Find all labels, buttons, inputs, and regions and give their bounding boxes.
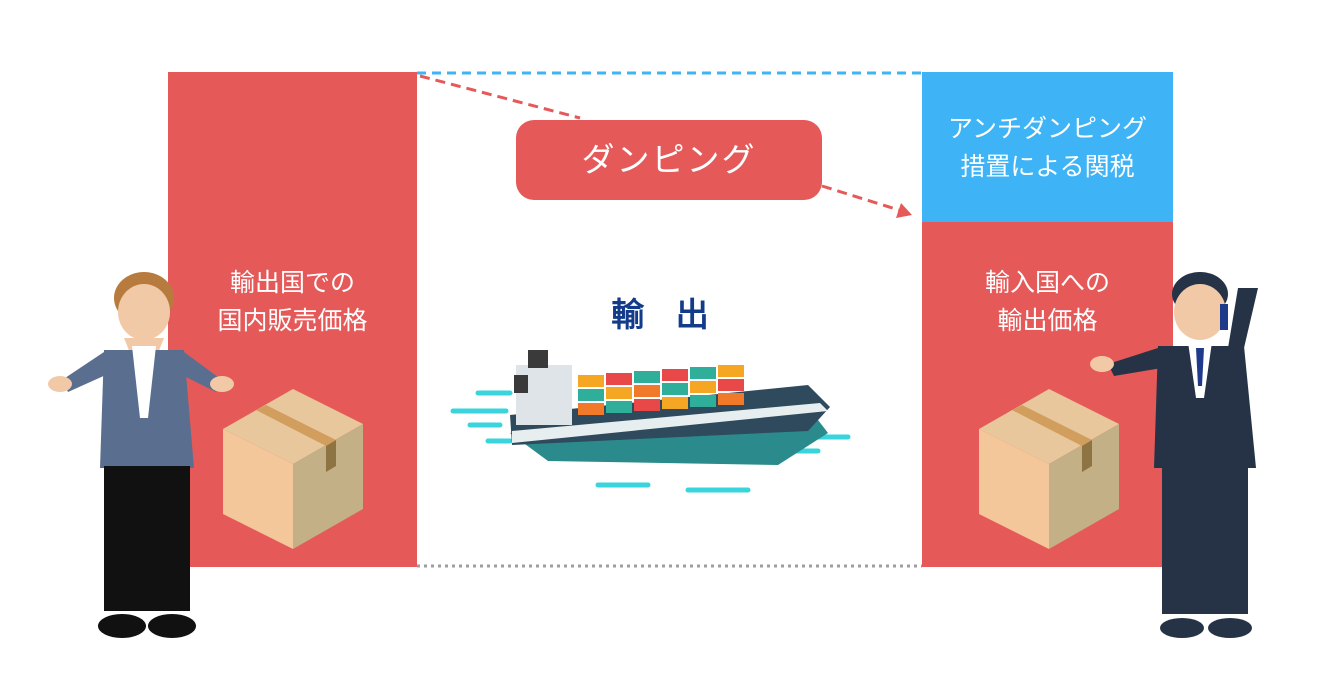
domestic-price-label: 輸出国での 国内販売価格 <box>217 268 368 335</box>
cardboard-box-icon <box>223 389 363 549</box>
export-price-label: 輸入国への 輸出価格 <box>984 268 1110 335</box>
export-label: 輸 出 <box>611 295 719 334</box>
dumping-label: ダンピング <box>516 120 822 200</box>
businessman-left-icon <box>48 272 234 638</box>
dumping-arrow-line-2 <box>821 184 903 213</box>
cargo-ship-icon <box>450 350 851 493</box>
businessman-phone-right-icon <box>1090 272 1258 638</box>
cardboard-box-icon <box>979 389 1119 549</box>
dumping-arrow-head <box>896 203 912 218</box>
anti-dumping-tariff-label: アンチダンピング 措置による関税 <box>947 114 1147 181</box>
anti-dumping-tariff-panel: アンチダンピング 措置による関税 <box>922 72 1173 222</box>
dumping-arrow-line-1 <box>419 74 581 120</box>
